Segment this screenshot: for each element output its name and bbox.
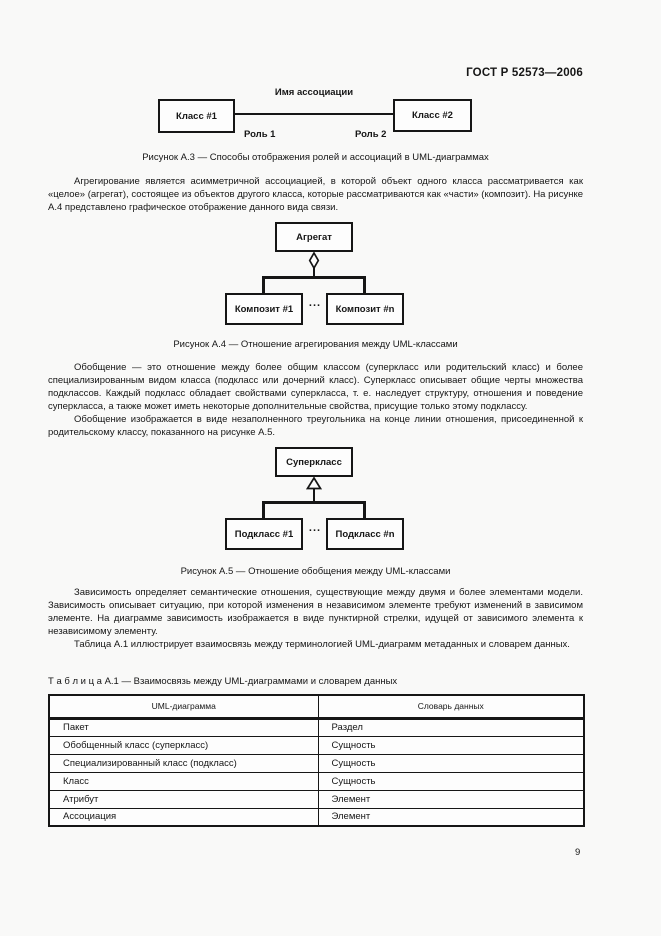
figure-a5: Суперкласс Подкласс #1 Подкласс #n ... Р… — [48, 440, 583, 585]
cell-dictionary: Элемент — [317, 789, 585, 809]
aggregate-label: Агрегат — [296, 231, 332, 243]
cell-dictionary: Элемент — [317, 807, 585, 827]
class2-label: Класс #2 — [412, 110, 453, 121]
figure-a5-caption: Рисунок А.5 — Отношение обобщения между … — [180, 566, 451, 577]
class1-box: Класс #1 — [158, 99, 235, 133]
branch-drop-right — [363, 276, 366, 293]
class1-label: Класс #1 — [176, 110, 217, 122]
table-row: Атрибут Элемент — [48, 789, 585, 809]
cell-uml: Обобщенный класс (суперкласс) — [48, 735, 319, 755]
composite1-label: Композит #1 — [234, 303, 294, 315]
composite1-box: Композит #1 — [225, 293, 303, 325]
cell-uml: Специализированный класс (подкласс) — [48, 753, 319, 773]
paragraph-text: Таблица А.1 иллюстрирует взаимосвязь меж… — [74, 639, 570, 650]
standard-number: ГОСТ Р 52573—2006 — [466, 67, 583, 79]
branch-drop-left — [262, 501, 265, 518]
role1-label: Роль 1 — [244, 129, 276, 140]
data-table: UML-диаграмма Словарь данных Пакет Разде… — [48, 694, 585, 827]
paragraph-text: Обобщение — это отношение между более об… — [48, 362, 583, 412]
paragraph-aggregation: Агрегирование является асимметричной асс… — [48, 175, 583, 214]
subclass1-label: Подкласс #1 — [234, 528, 294, 540]
composite-n-box: Композит #n — [326, 293, 404, 325]
aggregate-box: Агрегат — [275, 222, 353, 252]
subclass1-box: Подкласс #1 — [225, 518, 303, 550]
branch-drop-left — [262, 276, 265, 293]
class2-box: Класс #2 — [393, 99, 472, 132]
branch-drop-right — [363, 501, 366, 518]
figure-a3-caption: Рисунок А.3 — Способы отображения ролей … — [142, 152, 489, 163]
paragraph-text: Зависимость определяет семантические отн… — [48, 587, 583, 637]
paragraph-dependency: Зависимость определяет семантические отн… — [48, 586, 583, 651]
subclass-n-box: Подкласс #n — [326, 518, 404, 550]
table-caption: Т а б л и ц а А.1 — Взаимосвязь между UM… — [48, 676, 398, 687]
branch-line — [262, 276, 366, 279]
association-line — [235, 113, 393, 115]
table-row: Ассоциация Элемент — [48, 807, 585, 827]
table-row: Класс Сущность — [48, 771, 585, 791]
ellipsis-label: ... — [308, 522, 322, 534]
cell-dictionary: Сущность — [317, 735, 585, 755]
cell-uml: Класс — [48, 771, 319, 791]
column-header-dictionary: Словарь данных — [317, 694, 585, 720]
column-header-uml: UML-диаграмма — [48, 694, 319, 720]
table-row: Пакет Раздел — [48, 717, 585, 737]
paragraph-generalization: Обобщение — это отношение между более об… — [48, 361, 583, 439]
table-row: Обобщенный класс (суперкласс) Сущность — [48, 735, 585, 755]
figure-a4: Агрегат Композит #1 Композит #n ... Рису… — [48, 215, 583, 360]
composite-n-label: Композит #n — [335, 303, 395, 315]
association-name-label: Имя ассоциации — [274, 87, 354, 98]
ellipsis-label: ... — [308, 297, 322, 309]
aggregation-diamond-icon — [308, 252, 320, 269]
figure-a3: Имя ассоциации Класс #1 Класс #2 Роль 1 … — [48, 85, 583, 175]
cell-dictionary: Сущность — [317, 771, 585, 791]
connector-stub — [313, 489, 315, 502]
table-row: Специализированный класс (подкласс) Сущн… — [48, 753, 585, 773]
cell-dictionary: Раздел — [317, 717, 585, 737]
cell-uml: Ассоциация — [48, 807, 319, 827]
branch-line — [262, 501, 366, 504]
paragraph-text: Агрегирование является асимметричной асс… — [48, 176, 583, 213]
cell-uml: Атрибут — [48, 789, 319, 809]
superclass-box: Суперкласс — [275, 447, 353, 477]
figure-a4-caption: Рисунок А.4 — Отношение агрегирования ме… — [173, 339, 458, 350]
generalization-triangle-icon — [306, 477, 322, 490]
connector-stub — [313, 268, 315, 277]
subclass-n-label: Подкласс #n — [335, 528, 395, 540]
cell-uml: Пакет — [48, 717, 319, 737]
role2-label: Роль 2 — [355, 129, 387, 140]
page-number: 9 — [575, 847, 581, 858]
cell-dictionary: Сущность — [317, 753, 585, 773]
superclass-label: Суперкласс — [286, 456, 342, 468]
paragraph-text: Обобщение изображается в виде незаполнен… — [48, 414, 583, 438]
table-header-row: UML-диаграмма Словарь данных — [48, 694, 585, 720]
